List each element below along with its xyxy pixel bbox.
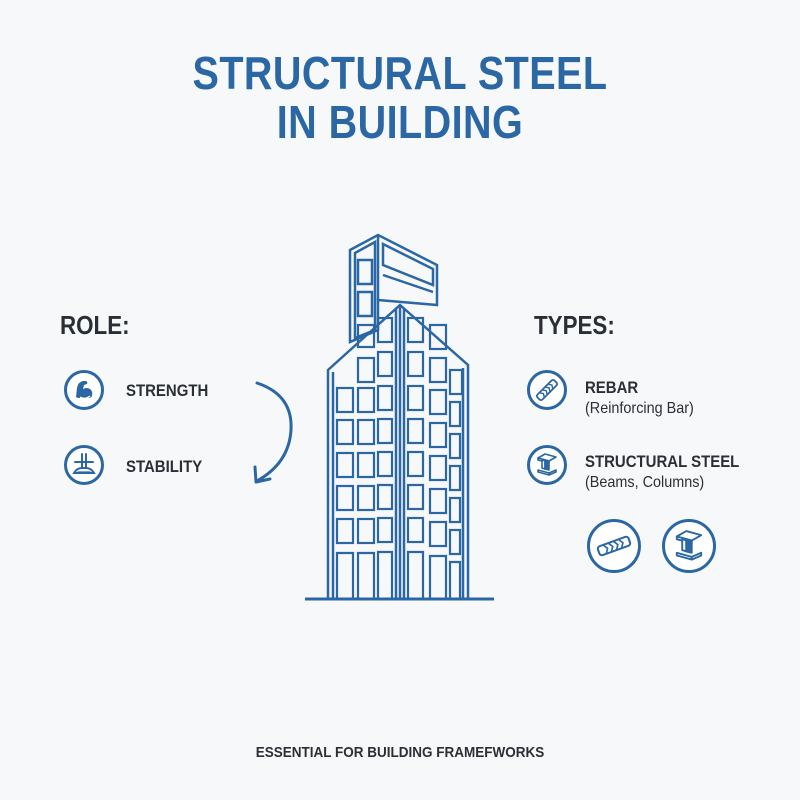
rebar-icon-large bbox=[587, 519, 641, 573]
role-item-strength: STRENGTH bbox=[126, 381, 209, 400]
type-rebar-label: REBAR bbox=[585, 378, 639, 397]
type-structural-steel-sublabel: (Beams, Columns) bbox=[585, 474, 705, 491]
role-heading: ROLE: bbox=[60, 310, 130, 340]
foundation-anchor-icon bbox=[64, 445, 104, 485]
page-title-line-1: STRUCTURAL STEEL bbox=[192, 47, 608, 99]
rebar-icon bbox=[527, 370, 567, 410]
footer-tagline: ESSENTIAL FOR BUILDING FRAMEFWORKS bbox=[255, 744, 545, 761]
role-item-stability: STABILITY bbox=[126, 457, 203, 476]
type-rebar-sublabel: (Reinforcing Bar) bbox=[585, 400, 694, 417]
building-icon bbox=[300, 230, 500, 605]
i-beam-icon-large bbox=[662, 519, 716, 573]
type-structural-steel-label: STRUCTURAL STEEL bbox=[585, 452, 740, 471]
flexed-arm-icon bbox=[64, 370, 104, 410]
curved-arrow-down-icon bbox=[245, 375, 305, 490]
i-beam-icon bbox=[527, 445, 567, 485]
page-title-line-2: IN BUILDING bbox=[276, 96, 524, 148]
types-heading: TYPES: bbox=[534, 310, 615, 340]
